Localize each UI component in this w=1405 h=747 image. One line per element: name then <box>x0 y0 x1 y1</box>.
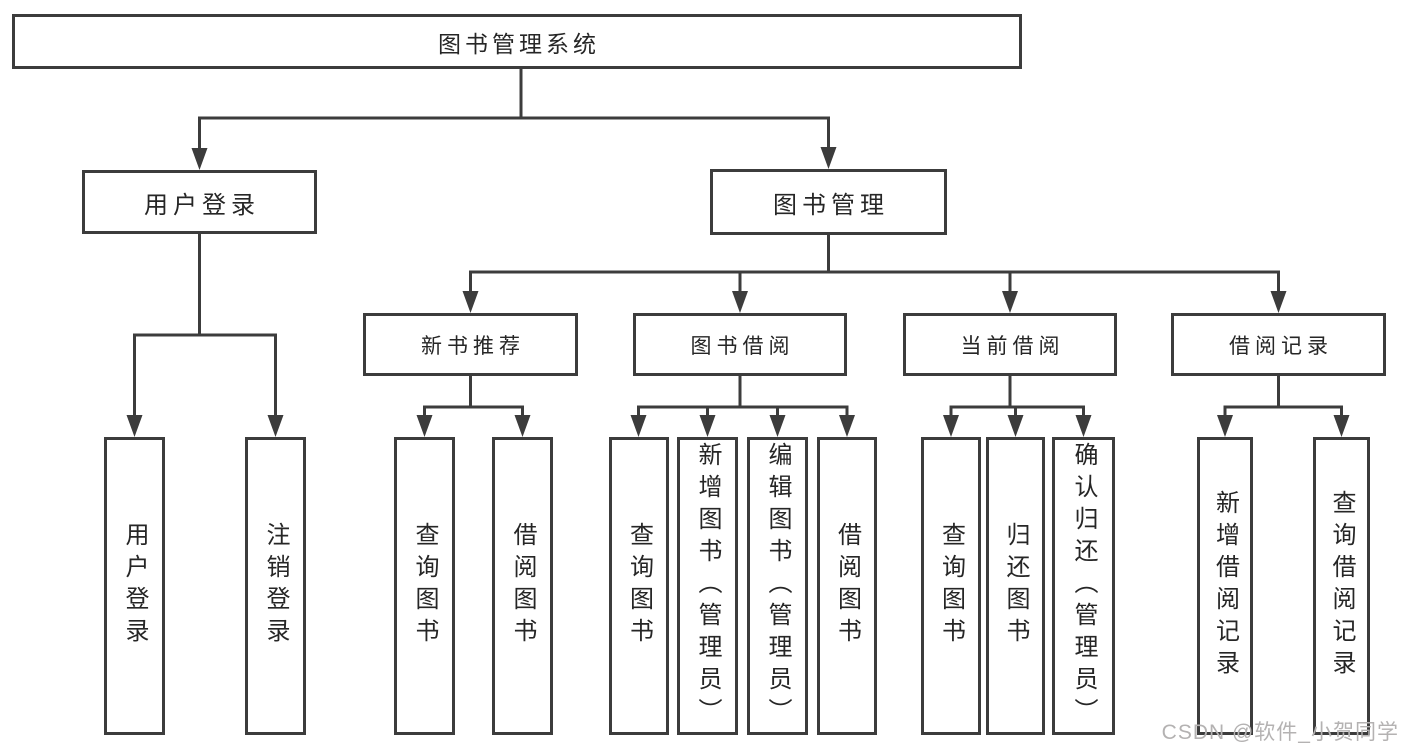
node-leaf-add-borrow-record: 新增借阅记录 <box>1197 437 1253 735</box>
node-leaf-query-borrow-record: 查询借阅记录 <box>1313 437 1370 735</box>
node-user-login-branch: 用户登录 <box>82 170 317 234</box>
arrowhead <box>1007 415 1024 437</box>
csdn-watermark: CSDN @软件_小贺同学 <box>1161 721 1399 744</box>
arrowhead <box>514 415 531 437</box>
node-book-borrowing: 图书借阅 <box>633 313 847 376</box>
arrowhead <box>1333 415 1350 437</box>
arrowhead <box>1217 415 1233 437</box>
node-current-borrowing: 当前借阅 <box>903 313 1117 376</box>
node-leaf-add-books-admin: 新增图书（管理员） <box>677 437 738 735</box>
node-library-management-system: 图书管理系统 <box>12 14 1022 69</box>
arrowhead <box>943 415 959 437</box>
node-leaf-user-login: 用户登录 <box>104 437 165 735</box>
node-leaf-logout: 注销登录 <box>245 437 306 735</box>
arrowhead <box>267 415 284 437</box>
node-leaf-confirm-return-admin: 确认归还（管理员） <box>1052 437 1115 735</box>
arrowhead <box>839 415 855 437</box>
arrowhead <box>1270 291 1287 313</box>
arrowhead <box>769 415 786 437</box>
node-leaf-borrow-books-recommend: 借阅图书 <box>492 437 553 735</box>
node-leaf-query-books-borrow: 查询图书 <box>609 437 669 735</box>
arrowhead <box>462 291 479 313</box>
arrowhead <box>820 147 837 169</box>
node-leaf-edit-books-admin: 编辑图书（管理员） <box>747 437 808 735</box>
arrowhead <box>416 415 433 437</box>
arrowhead <box>732 291 748 313</box>
node-leaf-borrow-books: 借阅图书 <box>817 437 877 735</box>
arrowhead <box>630 415 647 437</box>
arrowhead <box>191 148 208 170</box>
node-book-management-branch: 图书管理 <box>710 169 947 235</box>
node-borrowing-records: 借阅记录 <box>1171 313 1386 376</box>
node-leaf-return-books: 归还图书 <box>986 437 1045 735</box>
arrowhead <box>126 415 143 437</box>
arrowhead <box>1002 291 1018 313</box>
node-leaf-query-books-current: 查询图书 <box>921 437 981 735</box>
node-leaf-query-books-recommend: 查询图书 <box>394 437 455 735</box>
node-new-book-recommendation: 新书推荐 <box>363 313 578 376</box>
arrowhead <box>1075 415 1092 437</box>
arrowhead <box>699 415 716 437</box>
